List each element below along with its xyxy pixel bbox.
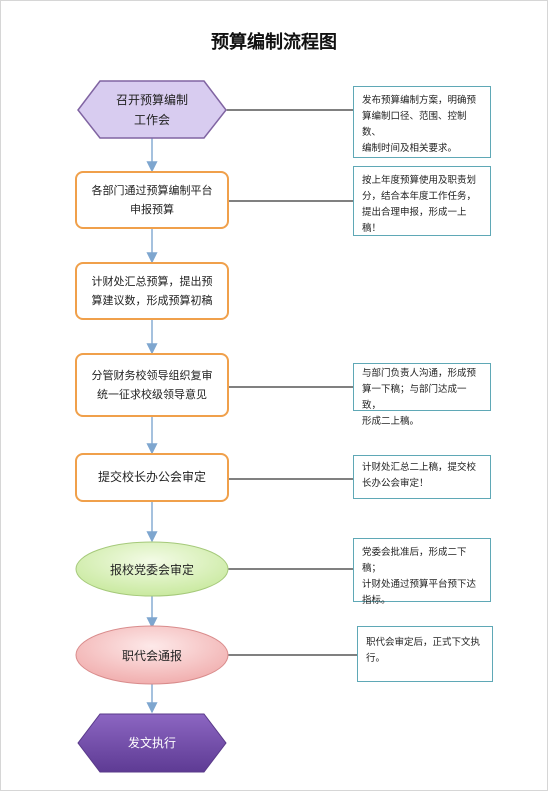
step-department-line-2: 申报预算 <box>130 203 174 216</box>
note-kickoff-line-3: 编制时间及相关要求。 <box>362 143 458 154</box>
step-department-line-1: 各部门通过预算编制平台 <box>91 184 213 197</box>
note-kickoff-line-2: 算编制口径、范围、控制数、 <box>362 111 467 138</box>
note-party-line-3: 指标。 <box>362 595 391 606</box>
step-staff-congress: 职代会通报 <box>76 626 228 684</box>
step-president-meeting: 提交校长办公会审定 <box>75 453 229 502</box>
note-party-committee: 党委会批准后，形成二下稿； 计财处通过预算平台预下达 指标。 <box>353 538 491 606</box>
note-party-line-1: 党委会批准后，形成二下稿； <box>362 547 467 574</box>
start-hexagon-shape <box>77 80 227 139</box>
step-finance-line-2: 算建议数，形成预算初稿 <box>91 294 213 307</box>
step-leader-line-1: 分管财务校领导组织复审 <box>91 369 213 382</box>
note-president: 计财处汇总二上稿，提交校 长办公会审定！ <box>353 455 491 499</box>
step-kickoff-line-2: 工作会 <box>133 113 170 127</box>
step-staff-line-1: 职代会通报 <box>121 648 182 663</box>
note-leader: 与部门负责人沟通，形成预 算一下稿；与部门达成一致， 形成二上稿。 <box>353 363 491 427</box>
step-leader-review: 分管财务校领导组织复审 统一征求校级领导意见 <box>75 353 229 417</box>
note-leader-line-3: 形成二上稿。 <box>362 416 420 427</box>
end-hexagon-shape <box>77 713 227 773</box>
staff-congress-oval-shape <box>75 625 229 685</box>
step-issue-line-1: 发文执行 <box>127 736 176 750</box>
step-party-line-1: 报校党委会审定 <box>109 562 194 577</box>
step-party-committee: 报校党委会审定 <box>76 542 228 596</box>
step-kickoff-meeting: 召开预算编制 工作会 <box>86 84 218 136</box>
note-president-line-2: 长办公会审定！ <box>362 478 429 489</box>
step-finance-line-1: 计财处汇总预算，提出预 <box>91 275 213 288</box>
note-department-line-1: 按上年度预算使用及职责划 <box>362 175 477 186</box>
step-president-line-1: 提交校长办公会审定 <box>97 470 206 484</box>
step-leader-line-2: 统一征求校级领导意见 <box>97 388 207 401</box>
step-issue-document: 发文执行 <box>86 716 218 770</box>
note-staff-line-1: 职代会审定后，正式下文执 <box>366 637 481 648</box>
note-staff-congress: 职代会审定后，正式下文执 行。 <box>357 626 493 682</box>
note-leader-line-1: 与部门负责人沟通，形成预 <box>362 368 477 379</box>
step-kickoff-line-1: 召开预算编制 <box>115 93 188 107</box>
party-committee-oval-shape <box>75 541 229 597</box>
note-leader-line-2: 算一下稿；与部门达成一致， <box>362 384 467 411</box>
note-president-line-1: 计财处汇总二上稿，提交校 <box>362 462 477 473</box>
step-finance-draft: 计财处汇总预算，提出预 算建议数，形成预算初稿 <box>75 262 229 320</box>
note-party-line-2: 计财处通过预算平台预下达 <box>362 579 477 590</box>
note-department-line-3: 提出合理申报，形成一上稿！ <box>362 207 467 234</box>
note-kickoff: 发布预算编制方案，明确预 算编制口径、范围、控制数、 编制时间及相关要求。 <box>353 86 491 158</box>
note-kickoff-line-1: 发布预算编制方案，明确预 <box>362 95 477 106</box>
step-department-submit: 各部门通过预算编制平台 申报预算 <box>75 171 229 229</box>
note-department-line-2: 分，结合本年度工作任务， <box>362 191 477 202</box>
diagram-title: 预算编制流程图 <box>211 32 337 53</box>
note-department: 按上年度预算使用及职责划 分，结合本年度工作任务， 提出合理申报，形成一上稿！ <box>353 166 491 236</box>
note-staff-line-2: 行。 <box>366 653 386 664</box>
